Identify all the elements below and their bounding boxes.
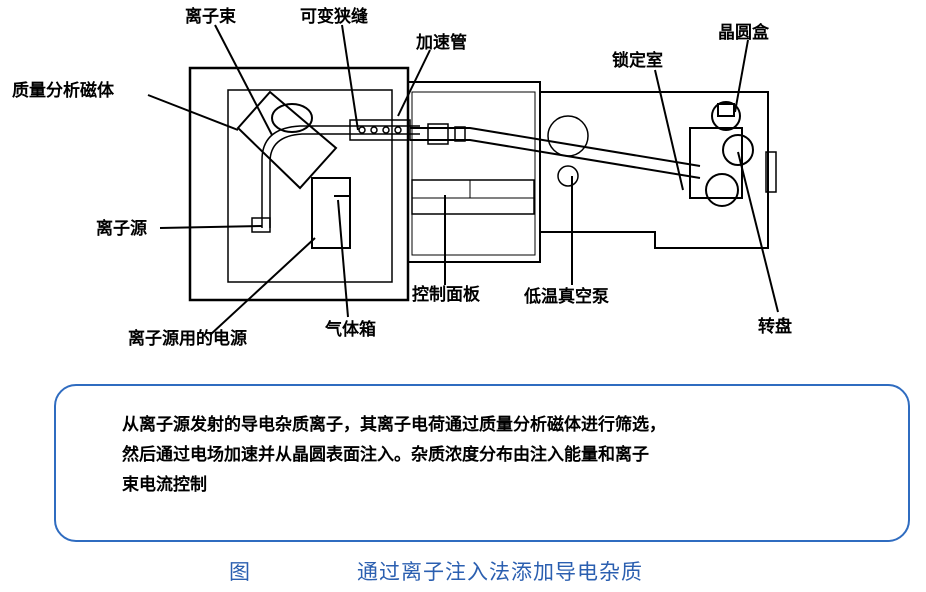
- label-turntable: 转盘: [758, 316, 792, 337]
- cryo-pump-shape: [547, 115, 589, 157]
- label-cryo-pump: 低温真空泵: [523, 286, 609, 307]
- description-box: [54, 384, 910, 542]
- label-control-panel: 控制面板: [412, 284, 481, 305]
- description-line-2: 然后通过电场加速并从晶圆表面注入。杂质浓度分布由注入能量和离子: [122, 445, 649, 465]
- label-ion-source: 离子源: [96, 218, 147, 239]
- mass-magnet-shape: [236, 90, 338, 190]
- description-line-3: 束电流控制: [122, 475, 207, 495]
- figure-label: 图: [229, 560, 250, 584]
- description-line-1: 从离子源发射的导电杂质离子，其离子电荷通过质量分析磁体进行筛选，: [122, 415, 666, 435]
- figure-caption: 通过离子注入法添加导电杂质: [357, 560, 643, 584]
- label-ion-source-power: 离子源用的电源: [128, 328, 247, 349]
- label-lock-chamber: 锁定室: [612, 50, 663, 71]
- ion-source-shape: [251, 217, 271, 233]
- control-panel-shape: [411, 179, 535, 215]
- label-variable-slit: 可变狭缝: [300, 6, 368, 27]
- ion-implanter-diagram: 离子束 可变狭缝 加速管 晶圆盒 质量分析磁体 锁定室 离子源 控制面板 低温真…: [12, 6, 792, 349]
- end-station-shape: [689, 101, 754, 207]
- mid-enclosure: [407, 81, 541, 263]
- label-ion-beam: 离子束: [185, 6, 236, 27]
- label-mass-magnet: 质量分析磁体: [12, 80, 115, 101]
- ion-beam-path: [261, 125, 420, 228]
- main-enclosure: [188, 66, 410, 302]
- description-text: 从离子源发射的导电杂质离子，其离子电荷通过质量分析磁体进行筛选， 然后通过电场加…: [122, 410, 882, 500]
- gas-box-shape: [311, 177, 351, 249]
- accel-tube-shape: [349, 119, 411, 141]
- label-accel-tube: 加速管: [415, 32, 467, 53]
- inner-enclosure: [227, 89, 393, 283]
- label-wafer-box: 晶圆盒: [718, 22, 770, 43]
- right-enclosure: [540, 91, 769, 249]
- label-gas-box: 气体箱: [324, 319, 376, 340]
